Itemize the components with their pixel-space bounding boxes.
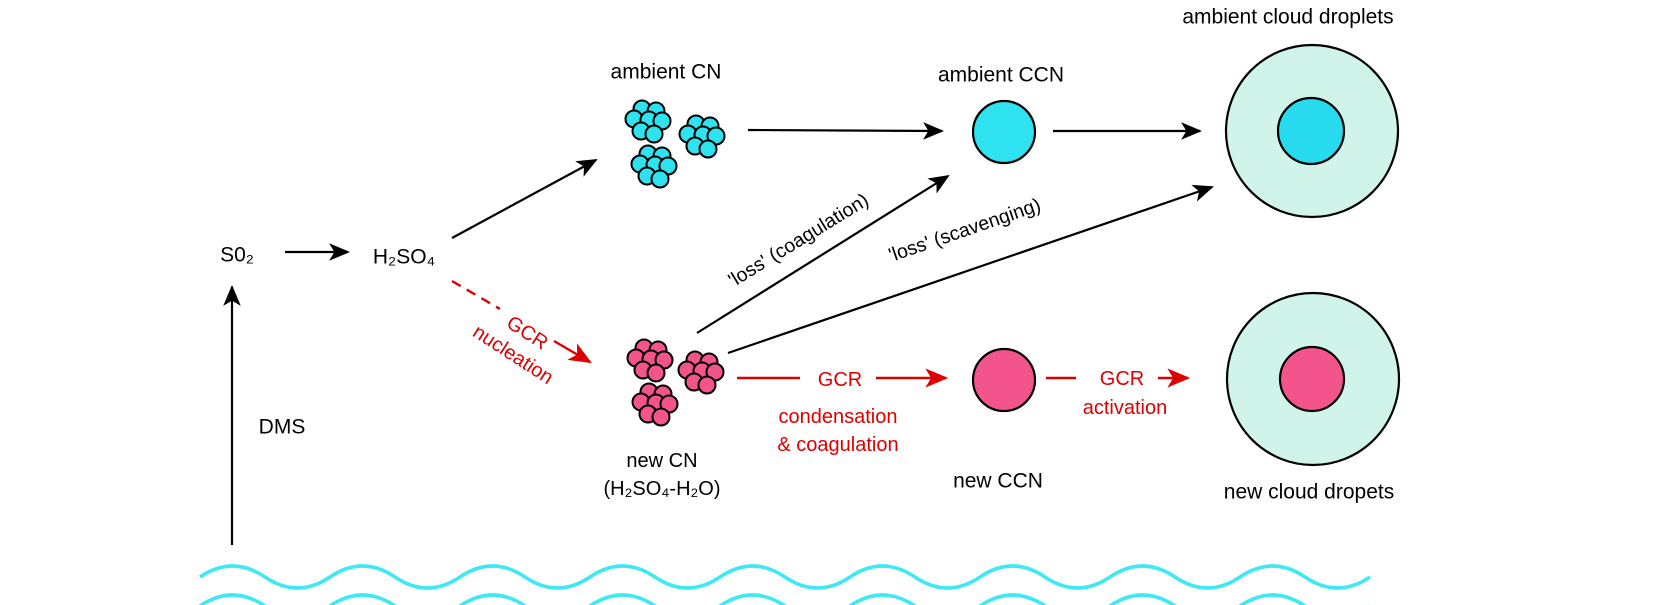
gcr-condensation-label-line2: & coagulation <box>777 434 899 456</box>
so2-label: S0₂ <box>220 243 254 267</box>
new-cn-formula: (H₂SO₄-H₂O) <box>603 478 721 500</box>
gcr-condensation-gcr-label: GCR <box>817 369 863 391</box>
ambient-cn-cluster-1 <box>624 99 672 144</box>
arrow-loss-scavenging <box>727 184 1214 355</box>
new-cloud-dropets-label: new cloud dropets <box>1223 480 1395 504</box>
dms-label: DMS <box>258 415 306 439</box>
gcr-activation-gcr-label: GCR <box>1099 368 1145 390</box>
ambient-cn-cluster-2 <box>630 144 678 189</box>
h2so4-label: H₂SO₄ <box>372 245 436 269</box>
ambient-cn-label: ambient CN <box>610 60 722 84</box>
new-ccn-circle <box>971 347 1037 413</box>
arrow-gcr-nucleation-dash <box>451 279 501 311</box>
new-cn-label-line1: new CN <box>626 450 698 472</box>
ocean-wave-line-2 <box>198 593 1370 605</box>
ambient-cloud-droplets-label: ambient cloud droplets <box>1182 5 1394 29</box>
arrow-gcr-nucleation-head <box>553 339 592 364</box>
ambient-cn-cluster-3 <box>678 114 726 159</box>
new-cn-cluster-2 <box>631 382 679 427</box>
new-cn-label: new CN (H₂SO₄-H₂O) <box>603 447 720 503</box>
gcr-condensation-label: condensation & coagulation <box>777 403 898 459</box>
new-cn-cluster-3 <box>677 350 725 395</box>
ambient-ccn-label: ambient CCN <box>937 63 1065 87</box>
new-cn-cluster-1 <box>626 338 674 383</box>
gcr-activation-label: activation <box>1082 397 1168 419</box>
ocean-wave-line-1 <box>198 564 1372 590</box>
new-cloud-droplet-core <box>1278 345 1346 413</box>
ambient-cloud-droplet-core <box>1276 96 1346 166</box>
new-ccn-label: new CCN <box>953 469 1043 493</box>
arrow-ambient-cn-to-ccn <box>747 122 944 140</box>
arrow-loss-coagulation <box>696 174 950 334</box>
ambient-ccn-circle <box>971 99 1037 165</box>
arrow-h2so4-to-ambient-cn <box>451 159 598 239</box>
gcr-condensation-label-line1: condensation <box>778 406 898 428</box>
